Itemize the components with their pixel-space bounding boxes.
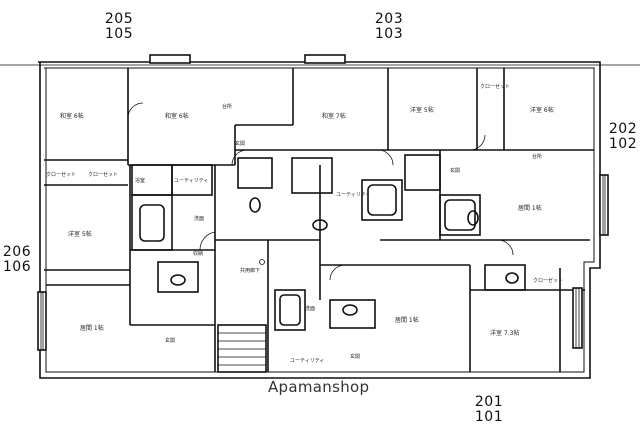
- storage-label: 収納: [193, 250, 203, 257]
- utility-label-1: ユーティリティ: [174, 178, 208, 184]
- room-yoshitsu-5: 洋室 5帖: [68, 230, 92, 238]
- watermark: Apamanshop: [268, 378, 370, 396]
- unit-label-201-101: 201 101: [472, 395, 506, 425]
- unit-label-202-102: 202 102: [606, 122, 640, 152]
- room-yoshitsu-73: 洋室 7.3帖: [490, 329, 519, 337]
- utility-label-2: ユーティリティ: [336, 192, 370, 198]
- closet-label-2: クローゼット: [88, 171, 118, 178]
- unit-103: 103: [374, 26, 404, 42]
- washroom-label-2: 洗面: [305, 305, 315, 312]
- unit-205: 205: [104, 11, 134, 27]
- inner-wall: [44, 67, 595, 373]
- bath-label: 浴室: [135, 177, 145, 184]
- genkan-label-3: 玄関: [165, 337, 175, 344]
- kitchen-label-1: 台所: [222, 103, 232, 110]
- outer-wall: [38, 61, 601, 379]
- room-washitsu-7: 和室 7帖: [322, 112, 346, 120]
- room-yoshitsu-6: 洋室 6帖: [530, 106, 554, 114]
- genkan-label-2: 玄関: [450, 167, 460, 174]
- utility-label-3: ユーティリティ: [290, 358, 324, 364]
- unit-102: 102: [608, 136, 638, 152]
- unit-label-203-103: 203 103: [372, 12, 406, 42]
- unit-101: 101: [474, 409, 504, 425]
- washroom-label-1: 洗面: [194, 215, 204, 222]
- corridor-label: 共用廊下: [240, 267, 260, 274]
- unit-206: 206: [2, 244, 32, 260]
- closet-label-3: クローゼット: [533, 277, 563, 284]
- genkan-label-1: 玄関: [235, 140, 245, 147]
- room-washitsu-6b: 和室 6帖: [165, 112, 189, 120]
- room-washitsu-6: 和室 6帖: [60, 112, 84, 120]
- unit-105: 105: [104, 26, 134, 42]
- room-ldk-2: 居間 1帖: [80, 324, 104, 332]
- closet-label-1: クローゼット: [46, 171, 76, 178]
- unit-label-205-105: 205 105: [102, 12, 136, 42]
- kitchen-label-2: 台所: [532, 153, 542, 160]
- unit-203: 203: [374, 11, 404, 27]
- unit-label-206-106: 206 106: [0, 245, 34, 275]
- room-ldk-1: 居間 1帖: [518, 204, 542, 212]
- unit-106: 106: [2, 259, 32, 275]
- genkan-label-4: 玄関: [350, 353, 360, 360]
- unit-202: 202: [608, 121, 638, 137]
- closet-label-4: クローゼット: [480, 83, 510, 90]
- room-yoshitsu-5b: 洋室 5帖: [410, 106, 434, 114]
- unit-201: 201: [474, 394, 504, 410]
- room-ldk-3: 居間 1帖: [395, 316, 419, 324]
